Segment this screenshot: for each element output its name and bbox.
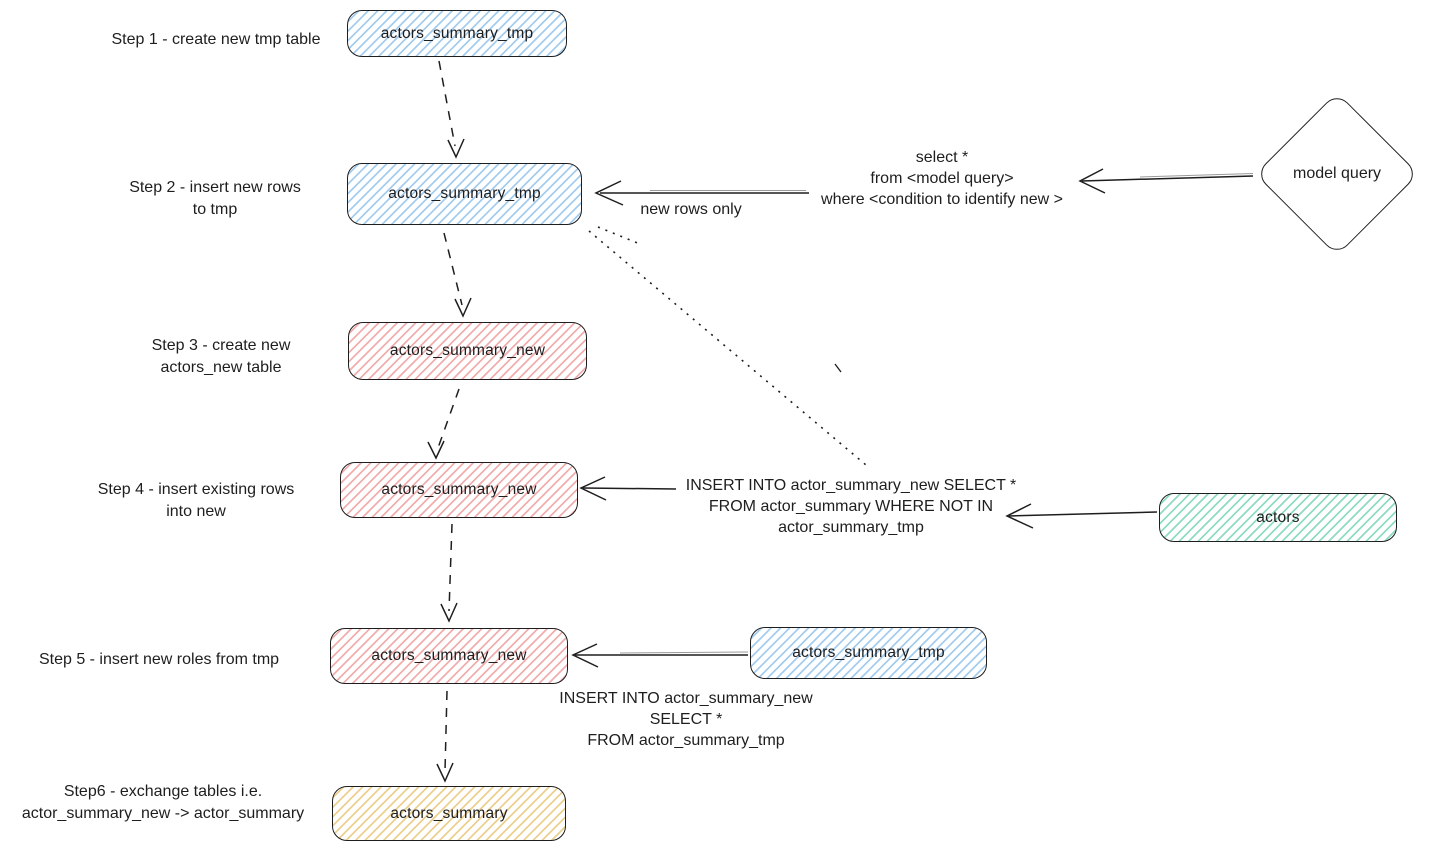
arrow-insert-existing-to-step4 xyxy=(579,476,677,501)
arrow-step2-to-step3 xyxy=(443,232,472,318)
node-text: actors_summary_tmp xyxy=(792,644,945,661)
insert-from-tmp-line: FROM actor_summary_tmp xyxy=(587,732,785,749)
node-text: actors_summary_new xyxy=(381,481,537,498)
arrow-step4-to-step5 xyxy=(440,523,458,623)
step3-label: Step 3 - create new actors_new table xyxy=(71,335,371,379)
step6-label: Step6 - exchange tables i.e. actor_summa… xyxy=(2,781,324,825)
step5-label-line: Step 5 - insert new roles from tmp xyxy=(38,651,280,668)
node-text: actors_summary_tmp xyxy=(388,185,541,202)
step2-label-line: to tmp xyxy=(192,201,238,218)
step2-label-line: Step 2 - insert new rows xyxy=(129,179,301,196)
node-text: actors xyxy=(1256,508,1300,526)
insert-from-tmp-line: SELECT * xyxy=(649,711,723,728)
node-actors: actors xyxy=(1159,493,1397,542)
arrow-label-new-rows-only: new rows only xyxy=(640,201,742,218)
arrow-actors-to-insert-existing xyxy=(1005,503,1158,529)
step3-label-line: Step 3 - create new xyxy=(151,337,291,354)
step4-label-line: into new xyxy=(166,503,226,520)
select-query-line: select * xyxy=(915,149,969,166)
step6-label-line: actor_summary_new -> actor_summary xyxy=(21,805,305,822)
insert-existing-annotation: INSERT INTO actor_summary_new SELECT * F… xyxy=(671,475,1031,538)
step1-label: Step 1 - create new tmp table xyxy=(66,29,366,51)
node-text: actors_summary_tmp xyxy=(380,24,534,42)
node-step4-actors-summary-new: actors_summary_new xyxy=(340,462,578,518)
arrow-tmp-source-to-step5 xyxy=(571,643,749,668)
node-step2-actors-summary-tmp: actors_summary_tmp xyxy=(347,163,582,225)
step4-label-line: Step 4 - insert existing rows xyxy=(97,481,295,498)
arrow-step5-to-step6 xyxy=(436,690,454,783)
select-query-annotation: select * from <model query> where <condi… xyxy=(762,147,1122,210)
insert-existing-line: actor_summary_tmp xyxy=(778,519,924,536)
arrow-step3-to-step4 xyxy=(427,388,460,460)
step1-label-line: Step 1 - create new tmp table xyxy=(111,31,321,48)
node-text: model query xyxy=(1292,164,1382,182)
node-step1-actors-summary-tmp: actors_summary_tmp xyxy=(347,10,567,57)
arrow-select-to-step2 xyxy=(594,180,809,206)
step2-label: Step 2 - insert new rows to tmp xyxy=(65,177,365,221)
step5-label: Step 5 - insert new roles from tmp xyxy=(4,649,314,671)
node-step5-actors-summary-new: actors_summary_new xyxy=(330,628,568,684)
stray-mark xyxy=(834,363,842,373)
select-query-line: where <condition to identify new > xyxy=(821,191,1063,208)
insert-from-tmp-line: INSERT INTO actor_summary_new xyxy=(559,690,813,707)
select-query-line: from <model query> xyxy=(870,170,1014,187)
node-step6-actors-summary: actors_summary xyxy=(332,786,566,841)
node-text: actors_summary xyxy=(390,804,508,822)
step3-label-line: actors_new table xyxy=(160,359,282,376)
arrow-step1-to-step2 xyxy=(438,60,465,159)
node-text: actors_summary_new xyxy=(371,647,527,664)
node-source-actors-summary-tmp: actors_summary_tmp xyxy=(750,627,987,679)
step4-label: Step 4 - insert existing rows into new xyxy=(46,479,346,523)
node-step3-actors-summary-new: actors_summary_new xyxy=(348,322,587,380)
insert-existing-line: FROM actor_summary WHERE NOT IN xyxy=(708,498,994,515)
insert-from-tmp-annotation: INSERT INTO actor_summary_new SELECT * F… xyxy=(536,688,836,751)
node-text: actors_summary_new xyxy=(389,342,546,359)
dotted-link-step2-to-insert-existing xyxy=(588,226,867,466)
arrow-model-query-to-select xyxy=(1078,168,1254,194)
insert-existing-line: INSERT INTO actor_summary_new SELECT * xyxy=(685,477,1017,494)
step6-label-line: Step6 - exchange tables i.e. xyxy=(63,783,263,800)
